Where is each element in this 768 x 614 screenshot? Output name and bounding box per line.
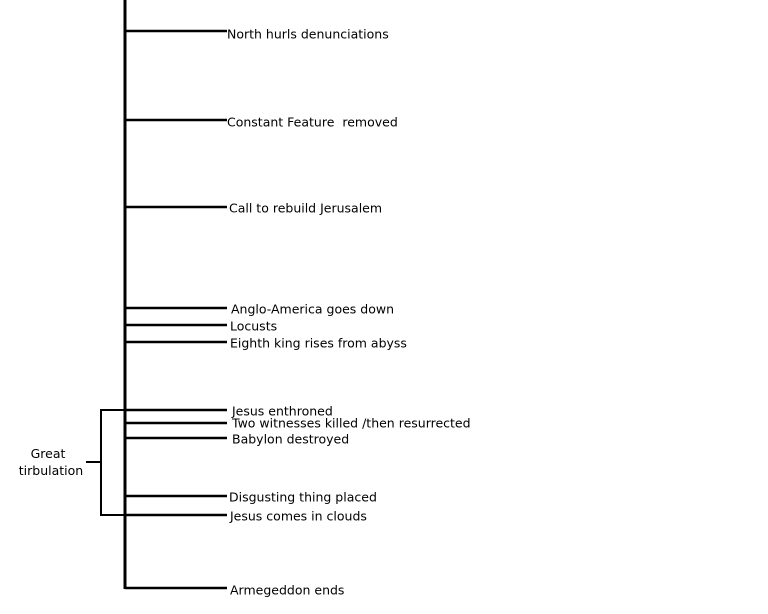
event-label: North hurls denunciations	[227, 27, 389, 42]
event-label: Locusts	[230, 319, 277, 334]
great-tribulation-bracket: Great tirbulation	[19, 409, 125, 516]
event-label: Jesus comes in clouds	[229, 509, 367, 524]
event-label: Constant Feature removed	[227, 115, 398, 130]
event-label: Two witnesses killed /then resurrected	[231, 416, 471, 431]
event-label: Babylon destroyed	[232, 432, 349, 447]
bracket-label-line2: tirbulation	[19, 463, 83, 478]
event-label: Jesus enthroned	[231, 404, 333, 419]
event-label: Eighth king rises from abyss	[230, 336, 407, 351]
event-label: Call to rebuild Jerusalem	[229, 201, 382, 216]
event-label: Armegeddon ends	[230, 583, 344, 598]
event-label: Anglo-America goes down	[231, 302, 394, 317]
bracket-label-line1: Great	[31, 446, 66, 461]
event-label: Disgusting thing placed	[229, 490, 377, 505]
